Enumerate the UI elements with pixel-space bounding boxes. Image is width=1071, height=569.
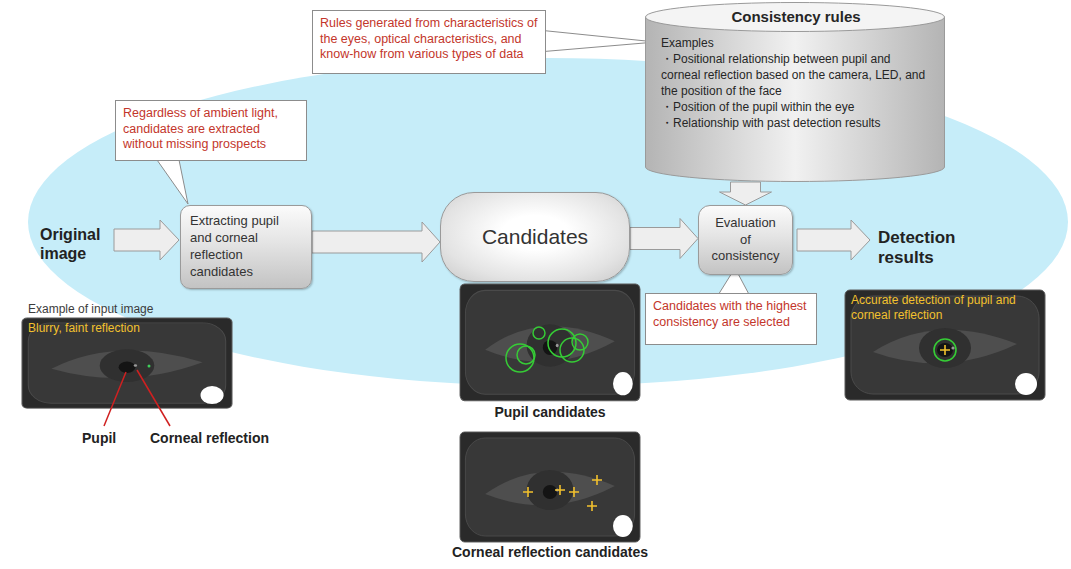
node-title: Rules generated from characteristics of … (320, 16, 538, 63)
detection-result-image (845, 290, 1045, 400)
node-title: Regardless of ambient light, candidates … (123, 106, 299, 153)
block-arrow (720, 182, 772, 205)
leader-line (137, 370, 170, 426)
pupil-candidates-image (460, 284, 640, 401)
callout-box: Rules generated from characteristics of … (312, 10, 546, 74)
callout-tail (538, 30, 656, 52)
node-title: Candidates with the highest consistency … (653, 299, 809, 330)
block-arrow (797, 220, 870, 260)
corneal-candidates-image (460, 432, 640, 542)
image-note: Blurry, faint reflection (28, 321, 228, 336)
node-text: Examples (661, 35, 931, 51)
image-title: Pupil candidates (450, 404, 650, 421)
image-title: Corneal reflection candidates (420, 544, 680, 561)
part-label: Pupil (82, 430, 142, 447)
cylinder-cap (646, 3, 945, 32)
node-text: ・Relationship with past detection result… (661, 115, 931, 131)
node-text: ・Position of the pupil within the eye (661, 99, 931, 115)
node-title: Consistency rules (661, 7, 931, 27)
input-eye-image (22, 318, 232, 408)
block-arrow (312, 222, 440, 262)
process-box: Evaluation of consistency (698, 205, 793, 275)
image-caption: Example of input image (28, 302, 228, 317)
consistency-rules-cylinder: Consistency rulesExamples・Positional rel… (645, 2, 945, 182)
node-title: Candidates (482, 223, 588, 250)
node-title: Extracting pupil and corneal reflection … (190, 213, 302, 281)
candidates-box: Candidates (440, 192, 630, 282)
block-arrow (630, 219, 698, 259)
part-label: Corneal reflection (150, 430, 310, 447)
node-text: ・Positional relationship between pupil a… (661, 51, 931, 99)
block-arrow (114, 220, 179, 260)
stage-label: Detection results (878, 228, 978, 268)
node-title: Evaluation of consistency (708, 215, 783, 266)
leader-line (104, 372, 126, 426)
callout-box: Candidates with the highest consistency … (645, 293, 817, 345)
stage-label: Original image (40, 225, 112, 263)
process-box: Extracting pupil and corneal reflection … (180, 205, 312, 289)
image-note: Accurate detection of pupil and corneal … (851, 293, 1041, 323)
cylinder-body (646, 17, 945, 182)
callout-box: Regardless of ambient light, candidates … (115, 100, 307, 161)
